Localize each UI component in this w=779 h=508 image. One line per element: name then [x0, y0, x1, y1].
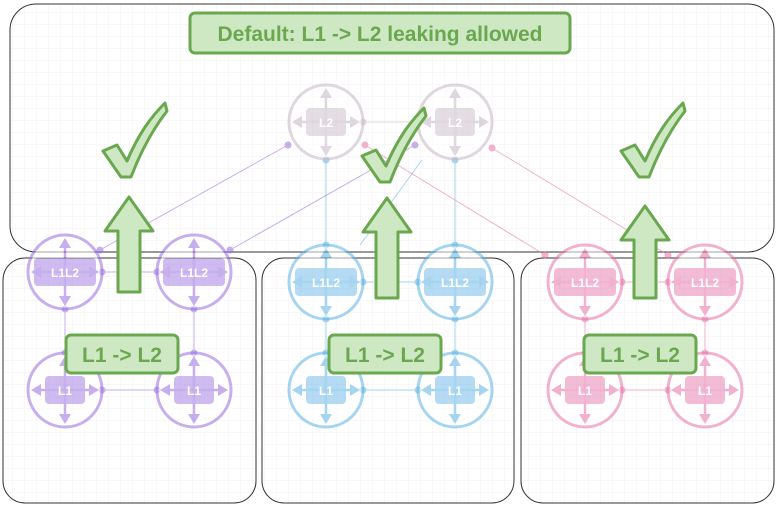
router-label: L1: [58, 384, 72, 398]
router-label: L1: [578, 384, 592, 398]
area-label-blue: L1 -> L2: [327, 333, 443, 375]
router-label: L1L2: [180, 266, 208, 280]
router-label: L1L2: [441, 276, 469, 290]
area-label-text: L1 -> L2: [600, 344, 680, 367]
area-label-text: L1 -> L2: [345, 344, 425, 367]
area-label-purple: L1 -> L2: [64, 333, 180, 375]
backbone-router-1: L2: [287, 83, 365, 161]
border-router-blue-2: L1L2: [416, 243, 494, 321]
check-mark-icon: [360, 106, 428, 184]
router-label: L1: [319, 384, 333, 398]
area-label-pink: L1 -> L2: [582, 333, 698, 375]
router-label: L2: [448, 116, 462, 130]
border-router-pink-1: L1L2: [546, 243, 624, 321]
router-label: L1: [187, 384, 201, 398]
router-label: L1: [448, 384, 462, 398]
area-label-text: L1 -> L2: [82, 344, 162, 367]
check-mark-icon: [101, 101, 169, 179]
check-mark-icon: [619, 101, 687, 179]
router-label: L2: [319, 116, 333, 130]
title-label: Default: L1 -> L2 leaking allowed: [188, 11, 572, 55]
border-router-blue-1: L1L2: [287, 243, 365, 321]
border-router-purple-1: L1L2: [26, 233, 104, 311]
overlays-layer: L1 -> L2 L1 -> L2 L1 -> L2: [64, 101, 698, 375]
router-label: L1: [698, 384, 712, 398]
router-label: L1L2: [571, 276, 599, 290]
router-label: L1L2: [312, 276, 340, 290]
backbone-router-2: L2: [416, 83, 494, 161]
router-label: L1L2: [51, 266, 79, 280]
border-router-pink-2: L1L2: [666, 243, 744, 321]
title-text: Default: L1 -> L2 leaking allowed: [218, 23, 543, 46]
border-router-purple-2: L1L2: [155, 233, 233, 311]
router-label: L1L2: [691, 276, 719, 290]
up-arrow-icon: [619, 204, 671, 300]
up-arrow-icon: [103, 195, 155, 294]
up-arrow-icon: [361, 196, 413, 300]
